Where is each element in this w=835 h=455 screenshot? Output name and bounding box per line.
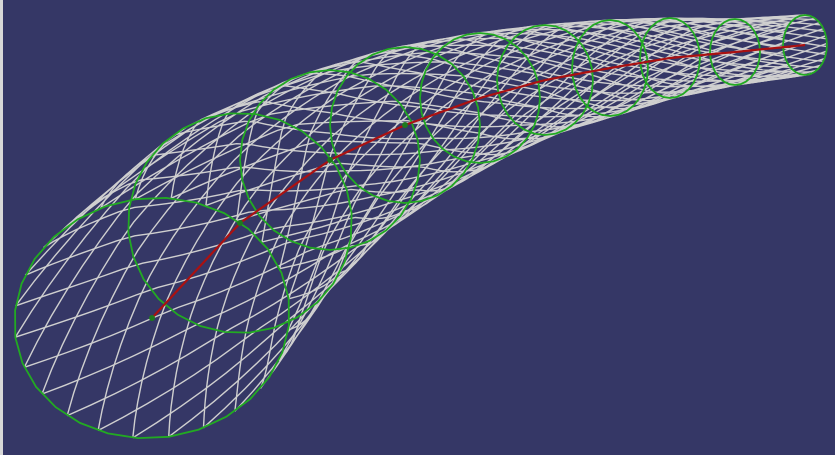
cross-section-circles [14, 14, 828, 440]
wire-line [205, 50, 827, 206]
wire-line [234, 25, 791, 412]
wire-line [279, 51, 818, 269]
spine-point[interactable] [327, 157, 333, 163]
cross-section-circle [14, 196, 290, 440]
wire-line [24, 17, 794, 368]
spine-point[interactable] [237, 220, 243, 226]
wire-line [99, 28, 824, 209]
wire-line [68, 22, 820, 226]
spine-curve-line [151, 43, 806, 319]
cross-section-circle [496, 24, 594, 136]
viewport-left-border [0, 0, 3, 455]
cross-section-circle [782, 14, 828, 76]
spine-points [149, 122, 408, 321]
cross-section-circle [127, 112, 353, 334]
wire-line [15, 15, 799, 338]
cross-section-circle [329, 46, 481, 204]
cross-section-circle [639, 17, 701, 99]
wire-line [288, 44, 812, 300]
cross-section-circle [709, 18, 761, 86]
wire-line [261, 61, 822, 243]
cross-section-circle [239, 69, 421, 251]
spine-point[interactable] [402, 122, 408, 128]
spine-point[interactable] [149, 315, 155, 321]
cross-section-circle [571, 19, 649, 117]
wire-line [66, 17, 786, 417]
wire-line [41, 17, 789, 395]
wire-line [132, 19, 784, 439]
spine-curve [151, 43, 806, 319]
wire-line [287, 37, 807, 331]
wire-line [134, 35, 827, 200]
wire-line [203, 22, 787, 429]
